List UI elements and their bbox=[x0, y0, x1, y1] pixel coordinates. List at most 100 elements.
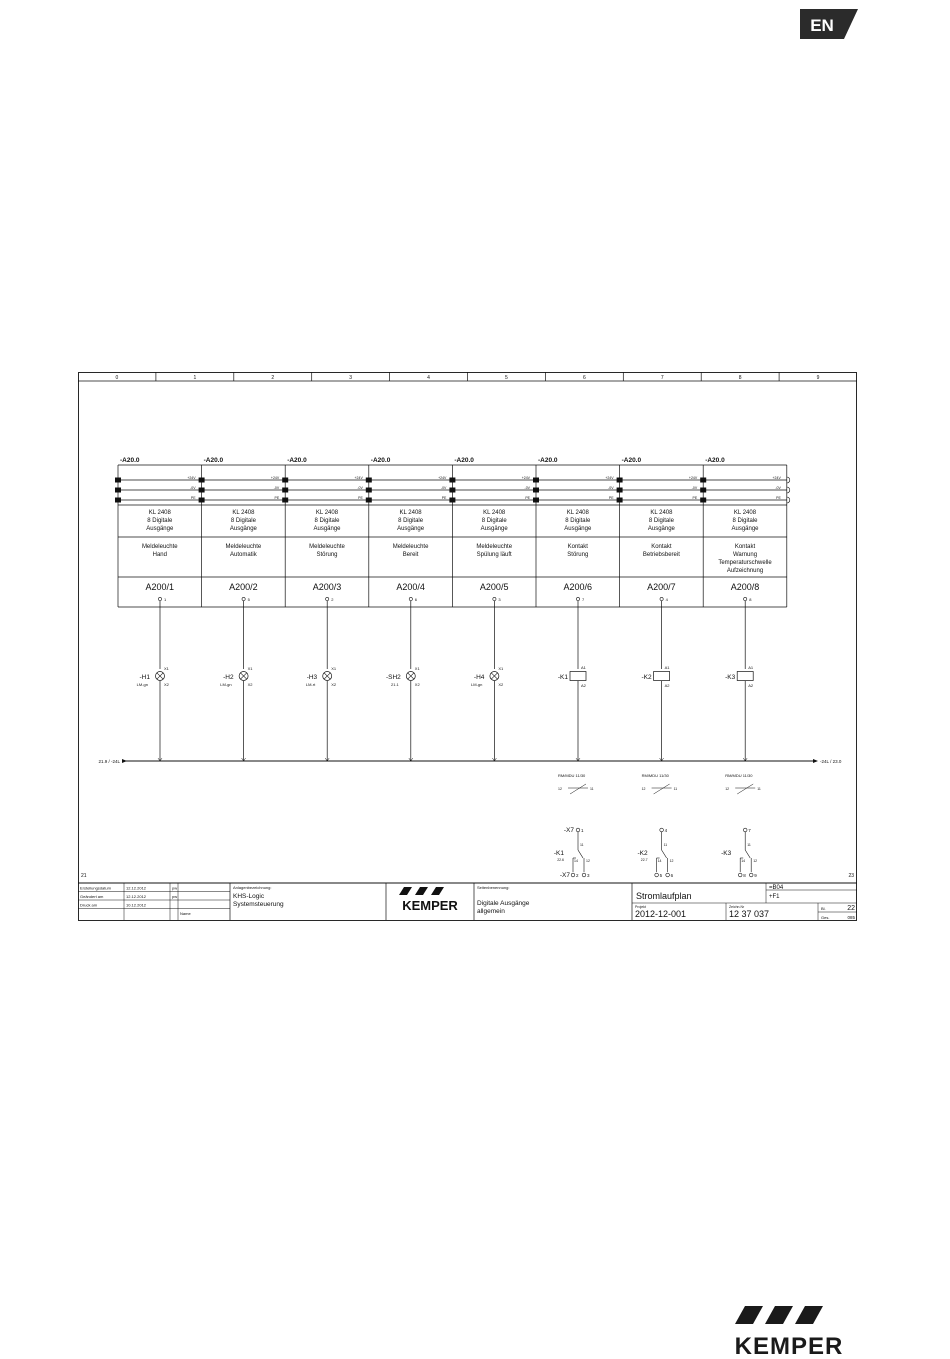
bus-end-arc bbox=[786, 496, 791, 504]
pin-label: A2 bbox=[581, 683, 587, 688]
module-type: KL 2408 bbox=[734, 510, 757, 516]
module-description: 8 Digitale bbox=[732, 518, 758, 524]
bus-connector bbox=[115, 477, 121, 483]
bus-connector bbox=[198, 497, 205, 503]
terminal-number: 5 bbox=[660, 873, 663, 878]
device-subtype: 21.1 bbox=[391, 682, 400, 687]
bus-terminal-label: PE bbox=[525, 496, 530, 500]
module-description: 8 Digitale bbox=[565, 518, 591, 524]
terminal-point bbox=[575, 827, 581, 833]
output-address: A200/6 bbox=[564, 582, 593, 592]
logo-stripe bbox=[431, 887, 444, 895]
module-function: Aufzeichnung bbox=[727, 568, 763, 574]
output-address: A200/8 bbox=[731, 582, 760, 592]
bus-arrow-left bbox=[122, 759, 127, 763]
lamp-cross bbox=[156, 672, 164, 680]
bus-end-arc bbox=[786, 476, 791, 484]
terminal-point bbox=[749, 872, 754, 878]
bus-terminal-label: -0V bbox=[357, 486, 363, 490]
contact-pin: 12 bbox=[725, 787, 729, 791]
drawing-number: 12 37 037 bbox=[729, 909, 769, 919]
pin-label: X1 bbox=[164, 666, 170, 671]
bus-connector bbox=[616, 497, 623, 503]
contact-pin: 14 bbox=[574, 859, 578, 863]
page-ref-right: 23 bbox=[848, 873, 854, 879]
bus-terminal-label: -0V bbox=[608, 486, 614, 490]
module-description: 8 Digitale bbox=[398, 518, 424, 524]
bus-terminal-label: PE bbox=[609, 496, 614, 500]
pin-label: X2 bbox=[164, 682, 170, 687]
page-caption: Seitenbenennung: bbox=[477, 885, 509, 890]
module-function: Bereit bbox=[403, 552, 419, 558]
column-number: 2 bbox=[271, 375, 274, 381]
module-function: Hand bbox=[153, 552, 167, 558]
bus-terminal-label: +24V bbox=[689, 476, 698, 480]
column-number: 7 bbox=[661, 375, 664, 381]
module-kind: Ausgänge bbox=[230, 526, 258, 532]
kemper-logo: KEMPER bbox=[735, 1306, 842, 1358]
bus-terminal-label: -0V bbox=[190, 486, 196, 490]
terminal-point bbox=[158, 597, 162, 601]
revision-name: pw bbox=[172, 885, 177, 890]
revision-date: 10.12.2012 bbox=[126, 902, 147, 907]
pin-label: A1 bbox=[665, 665, 671, 670]
module-kind: Ausgänge bbox=[481, 526, 509, 532]
terminal-number: 4 bbox=[666, 597, 669, 602]
field-b: =B04 bbox=[769, 885, 784, 891]
terminal-point bbox=[743, 597, 748, 601]
device-subtype: LM-gn bbox=[471, 682, 482, 687]
terminal-point bbox=[654, 872, 659, 878]
column-number: 6 bbox=[583, 375, 586, 381]
name-header: Name bbox=[180, 911, 191, 916]
contact-pin: 11 bbox=[580, 843, 584, 847]
changeover-blade bbox=[744, 849, 751, 859]
module-tag: -A20.0 bbox=[371, 457, 391, 464]
output-address: A200/7 bbox=[647, 582, 676, 592]
module-type: KL 2408 bbox=[316, 510, 339, 516]
contact-pin: 12 bbox=[642, 787, 646, 791]
module-function: Meldeleuchte bbox=[393, 544, 429, 550]
module-function: Kontakt bbox=[651, 544, 672, 550]
plant-name: KHS-Logic bbox=[233, 893, 265, 900]
bus-connector bbox=[449, 497, 456, 503]
title-block-brand: KEMPER bbox=[402, 898, 458, 913]
pin-label: X2 bbox=[498, 682, 504, 687]
module-type: KL 2408 bbox=[232, 510, 255, 516]
pin-label: X2 bbox=[331, 682, 337, 687]
terminal-number: 7 bbox=[582, 597, 585, 602]
page-name: Digitale Ausgänge bbox=[477, 900, 530, 907]
module-function: Warnung bbox=[733, 552, 757, 558]
logo-stripe bbox=[735, 1306, 763, 1324]
contact-device-tag: -K2 bbox=[637, 850, 648, 857]
language-badge-label: EN bbox=[810, 16, 834, 35]
column-number: 0 bbox=[116, 375, 119, 381]
bus-terminal-label: PE bbox=[693, 496, 698, 500]
column-number: 3 bbox=[349, 375, 352, 381]
terminal-point bbox=[570, 872, 576, 878]
module-function: Meldeleuchte bbox=[142, 544, 178, 550]
terminal-point bbox=[659, 827, 664, 833]
terminal-number: 5 bbox=[248, 597, 251, 602]
total-label: Ges. bbox=[821, 915, 829, 920]
relay-reference: RM/MDU 11/30 bbox=[558, 773, 586, 778]
bus-arrow-right bbox=[813, 759, 818, 763]
contact-pin: 14 bbox=[658, 859, 662, 863]
terminal-number: 4 bbox=[665, 828, 668, 833]
logo-stripe bbox=[399, 887, 412, 895]
module-tag: -A20.0 bbox=[705, 457, 725, 464]
module-type: KL 2408 bbox=[567, 510, 590, 516]
contact-pin: 11 bbox=[757, 787, 761, 791]
terminal-point bbox=[738, 872, 743, 878]
bus-connector bbox=[700, 497, 707, 503]
changeover-blade bbox=[577, 849, 584, 859]
module-tag: -A20.0 bbox=[287, 457, 307, 464]
module-tag: -A20.0 bbox=[622, 457, 642, 464]
device-tag: -H1 bbox=[140, 674, 151, 681]
device-subtype: LM-gn bbox=[220, 682, 231, 687]
